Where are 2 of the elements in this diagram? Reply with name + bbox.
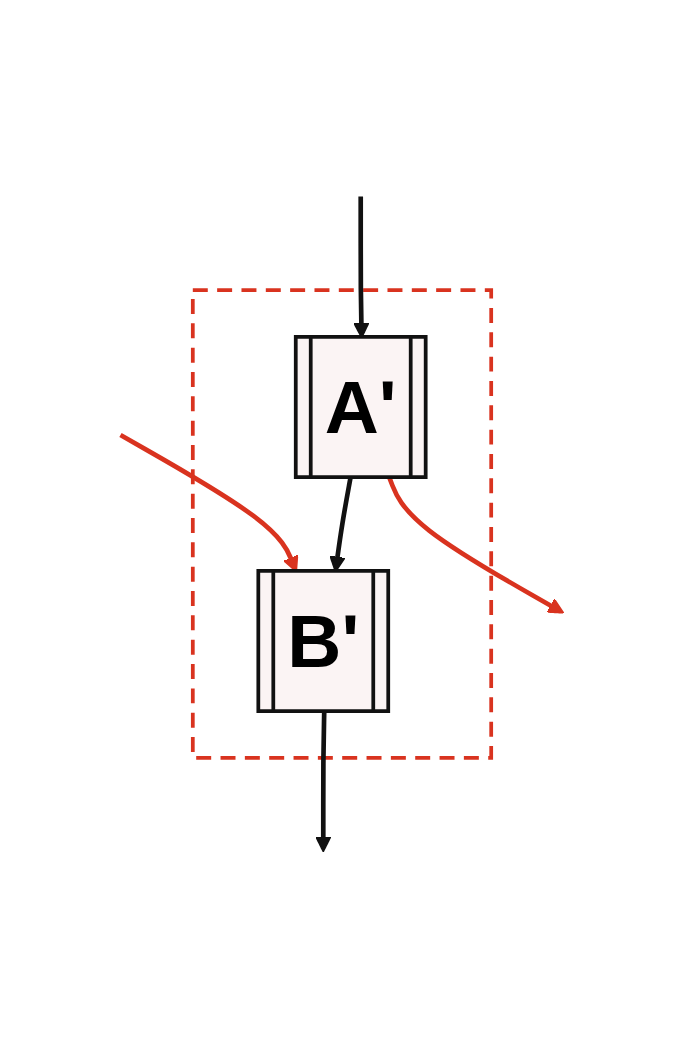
arrow bbox=[315, 712, 332, 853]
cluster bbox=[190, 288, 494, 760]
